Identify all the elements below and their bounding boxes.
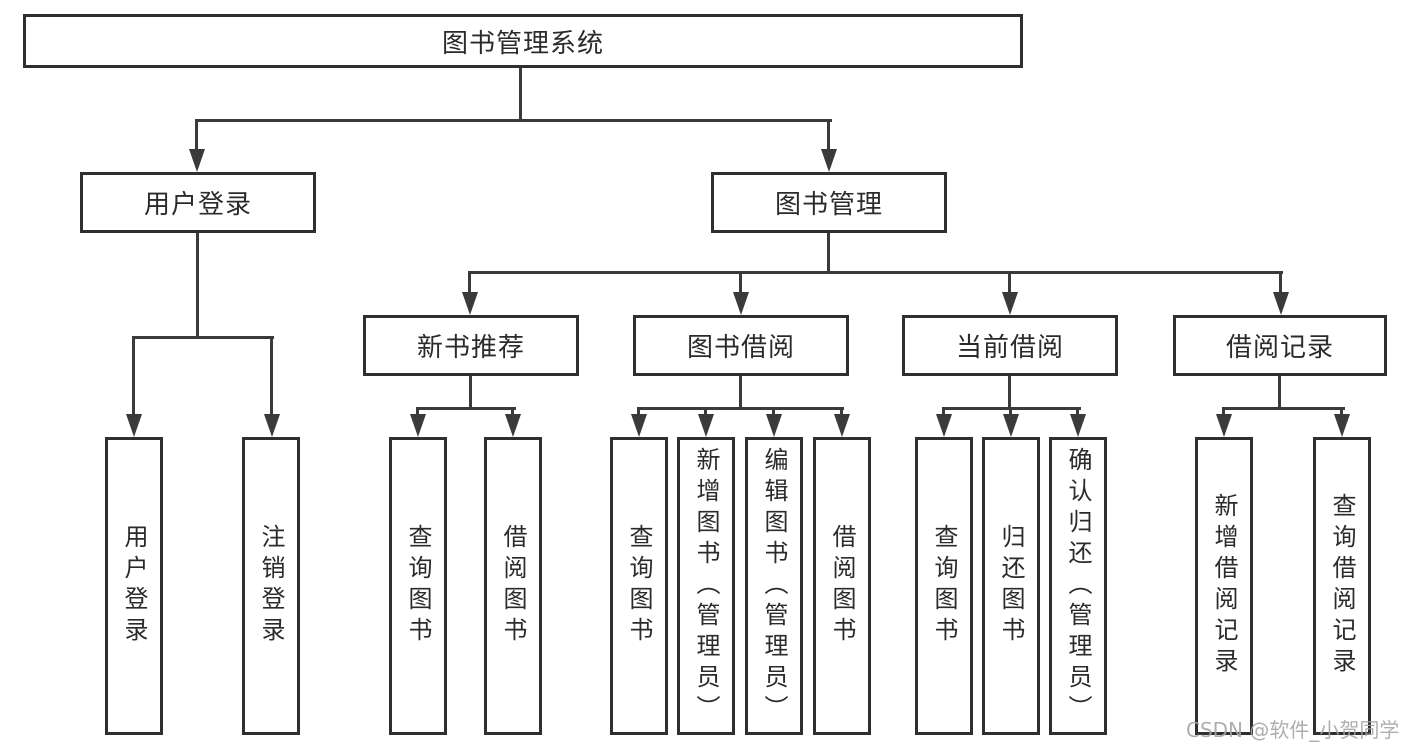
connector-line [469,376,472,410]
node-current-borrow-label: 当前借阅 [955,333,1064,363]
arrow-down-icon [1273,292,1289,315]
connector-line [1278,376,1281,410]
leaf-add-book-admin-label: 新增图书（管理员） [692,446,720,726]
leaf-query-book-label: 查询图书 [404,524,432,648]
connector-line [1222,407,1225,418]
node-book-mgmt: 图书管理 [711,172,947,233]
leaf-query-borrow-record: 查询借阅记录 [1313,437,1371,735]
connector-line [704,407,707,418]
leaf-return-book-label: 归还图书 [997,524,1025,648]
arrow-down-icon [1003,414,1019,437]
leaf-query-book: 查询图书 [915,437,973,735]
connector-line [637,407,640,418]
leaf-borrow-book: 借阅图书 [484,437,542,735]
node-borrow-records-label: 借阅记录 [1225,333,1334,363]
leaf-logout: 注销登录 [242,437,300,735]
arrow-down-icon [505,414,521,437]
csdn-watermark: CSDN @软件_小贺同学 [1186,718,1400,742]
arrow-down-icon [766,414,782,437]
connector-line [519,68,522,122]
leaf-return-book: 归还图书 [982,437,1040,735]
leaf-edit-book-admin: 编辑图书（管理员） [745,437,803,735]
node-user-login-label: 用户登录 [143,190,252,220]
arrow-down-icon [631,414,647,437]
leaf-user-login-label: 用户登录 [120,524,148,648]
node-book-borrow-label: 图书借阅 [686,333,795,363]
arrow-down-icon [410,414,426,437]
arrow-down-icon [1334,414,1350,437]
connector-line [1008,271,1011,295]
connector-line [195,119,198,153]
connector-line [468,271,471,295]
arrow-down-icon [189,149,205,172]
connector-line [1340,407,1343,418]
arrow-down-icon [1216,414,1232,437]
connector-line [1076,407,1079,418]
connector-line [942,407,945,418]
leaf-query-book: 查询图书 [389,437,447,735]
leaf-add-borrow-record: 新增借阅记录 [1195,437,1253,735]
arrow-down-icon [126,414,142,437]
connector-line [827,119,830,153]
arrow-down-icon [1070,414,1086,437]
arrow-down-icon [821,149,837,172]
node-current-borrow: 当前借阅 [902,315,1118,376]
connector-line [840,407,843,418]
connector-line [1279,271,1282,295]
leaf-add-borrow-record-label: 新增借阅记录 [1210,493,1238,679]
leaf-logout-label: 注销登录 [257,524,285,648]
leaf-borrow-book-label: 借阅图书 [828,524,856,648]
arrow-down-icon [1002,292,1018,315]
connector-line [416,407,516,410]
connector-line [739,376,742,410]
leaf-confirm-return-admin: 确认归还（管理员） [1049,437,1107,735]
connector-line [739,271,742,295]
arrow-down-icon [698,414,714,437]
connector-line [1009,407,1012,418]
node-new-book-recommend: 新书推荐 [363,315,579,376]
node-borrow-records: 借阅记录 [1173,315,1387,376]
leaf-query-book-label: 查询图书 [625,524,653,648]
connector-line [132,336,274,339]
connector-line [1008,376,1011,410]
connector-line [511,407,514,418]
connector-line [772,407,775,418]
leaf-query-book-label: 查询图书 [930,524,958,648]
leaf-edit-book-admin-label: 编辑图书（管理员） [760,446,788,726]
connector-line [827,233,830,274]
leaf-borrow-book-label: 借阅图书 [499,524,527,648]
leaf-user-login: 用户登录 [105,437,163,735]
connector-line [132,336,135,416]
node-book-borrow: 图书借阅 [633,315,849,376]
node-user-login: 用户登录 [80,172,316,233]
leaf-add-book-admin: 新增图书（管理员） [677,437,735,735]
arrow-down-icon [462,292,478,315]
connector-line [196,233,199,339]
arrow-down-icon [733,292,749,315]
connector-line [637,407,844,410]
node-new-book-recommend-label: 新书推荐 [416,333,525,363]
arrow-down-icon [834,414,850,437]
arrow-down-icon [264,414,280,437]
arrow-down-icon [936,414,952,437]
connector-line [196,119,832,122]
node-root-label: 图书管理系统 [441,28,604,59]
node-root: 图书管理系统 [23,14,1023,68]
node-book-mgmt-label: 图书管理 [774,190,883,220]
connector-line [270,336,273,416]
leaf-query-borrow-record-label: 查询借阅记录 [1328,493,1356,679]
connector-line [468,271,1283,274]
connector-line [1222,407,1345,410]
connector-line [416,407,419,418]
leaf-borrow-book: 借阅图书 [813,437,871,735]
leaf-confirm-return-admin-label: 确认归还（管理员） [1064,446,1092,726]
leaf-query-book: 查询图书 [610,437,668,735]
